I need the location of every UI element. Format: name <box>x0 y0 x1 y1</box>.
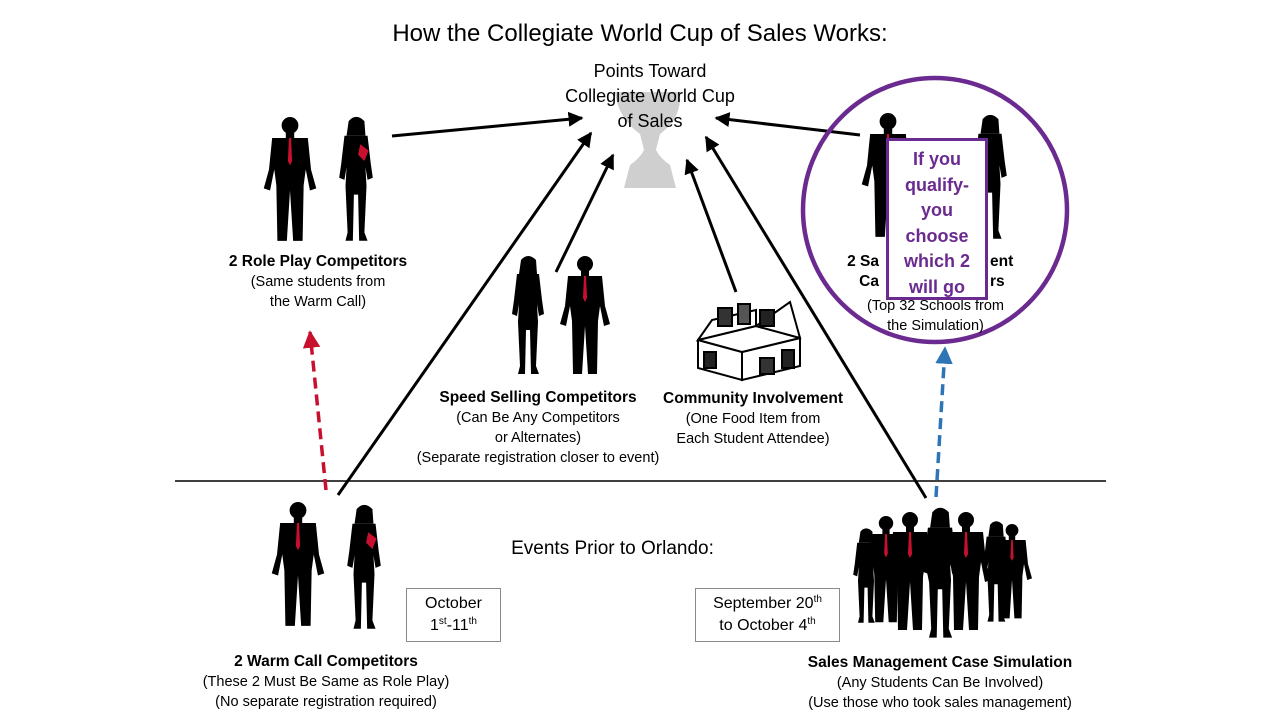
sales-mgmt-line1-left: Ca <box>859 273 879 290</box>
arrow-sim-to-salesmgmt <box>934 346 953 498</box>
arrow-community <box>684 158 738 293</box>
simulation-label: Sales Management Case Simulation (Any St… <box>780 653 1100 713</box>
simulation-heading: Sales Management Case Simulation <box>807 654 1073 671</box>
community-heading: Community Involvement <box>663 390 843 407</box>
role-play-heading: 2 Role Play Competitors <box>228 253 408 270</box>
callout-line-4: choose <box>905 225 969 246</box>
callout-line-1: If you <box>913 149 961 169</box>
callout-line-2: qualify- <box>904 174 969 195</box>
team-silhouettes <box>853 507 1032 638</box>
sales-mgmt-sublabel: (Top 32 Schools from the Simulation) <box>848 296 1023 336</box>
arrow-warm-to-roleplay <box>302 330 328 491</box>
simulation-date-start: September 20th <box>713 594 822 613</box>
sales-mgmt-heading-left: 2 Sa Ca <box>845 252 879 292</box>
goal-line-1: Points Toward <box>593 61 707 81</box>
food-box-icon <box>695 300 802 382</box>
warm-call-date-month: October <box>425 595 482 612</box>
speed-selling-line-2: or Alternates) <box>494 430 582 446</box>
simulation-line-2: (Use those who took sales management) <box>808 695 1072 711</box>
trophy-icon <box>615 92 681 188</box>
warm-call-date-range: 1st-11th <box>430 616 477 635</box>
simulation-date-box: September 20th to October 4th <box>695 588 840 642</box>
role-play-line-2: the Warm Call) <box>269 294 367 310</box>
speed-selling-line-1: (Can Be Any Competitors <box>456 410 620 426</box>
community-line-2: Each Student Attendee) <box>676 431 830 447</box>
goal-label: Points Toward Collegiate World Cup of Sa… <box>545 59 755 134</box>
highlight-circle <box>800 75 1070 345</box>
arrow-speed-selling <box>554 153 615 273</box>
simulation-line-1: (Any Students Can Be Involved) <box>836 675 1044 691</box>
warm-call-line-2: (No separate registration required) <box>215 694 437 710</box>
callout-line-6: will go <box>909 276 965 297</box>
warm-call-date-box: October 1st-11th <box>406 588 501 642</box>
sales-mgmt-line-3: the Simulation) <box>887 318 984 334</box>
arrow-warm-call <box>336 131 593 496</box>
warm-call-label: 2 Warm Call Competitors (These 2 Must Be… <box>176 652 476 712</box>
qualify-callout: If you qualify- you choose which 2 will … <box>886 138 988 300</box>
callout-line-3: you <box>920 200 953 220</box>
goal-line-2: Collegiate World Cup <box>565 86 735 106</box>
sales-mgmt-line1-right: rs <box>990 273 1005 290</box>
callout-line-5: which 2 <box>903 251 970 271</box>
community-label: Community Involvement (One Food Item fro… <box>640 389 866 449</box>
arrow-role-play <box>391 111 584 138</box>
arrow-simulation <box>704 135 928 499</box>
sales-mgmt-line-2: (Top 32 Schools from <box>866 298 1004 314</box>
simulation-date-end: to October 4th <box>719 616 816 635</box>
arrow-sales-mgmt <box>714 112 861 137</box>
role-play-line-1: (Same students from <box>250 274 386 290</box>
warm-call-line-1: (These 2 Must Be Same as Role Play) <box>202 674 450 690</box>
goal-line-3: of Sales <box>617 111 683 131</box>
sales-mgmt-heading-right: ent rs <box>990 252 1030 292</box>
role-play-label: 2 Role Play Competitors (Same students f… <box>198 252 438 312</box>
speed-selling-line-3: (Separate registration closer to event) <box>416 450 660 466</box>
warm-call-heading: 2 Warm Call Competitors <box>234 653 418 670</box>
role-play-silhouettes <box>263 117 373 241</box>
speed-selling-silhouettes <box>512 256 610 374</box>
community-line-1: (One Food Item from <box>685 411 821 427</box>
warm-call-silhouettes <box>271 502 381 629</box>
arrows-to-goal <box>336 111 928 499</box>
speed-selling-heading: Speed Selling Competitors <box>439 389 637 406</box>
diagram-title: How the Collegiate World Cup of Sales Wo… <box>392 20 888 47</box>
speed-selling-label: Speed Selling Competitors (Can Be Any Co… <box>398 388 678 468</box>
events-prior-label: Events Prior to Orlando: <box>511 538 714 559</box>
